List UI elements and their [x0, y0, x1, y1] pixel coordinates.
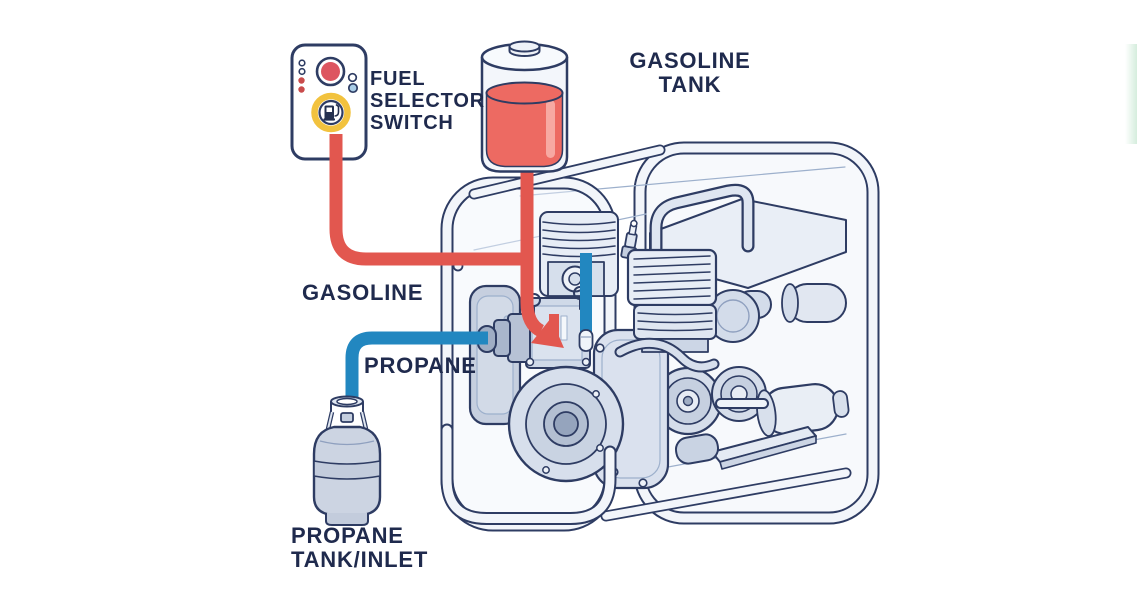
- propane-label: PROPANE: [364, 353, 477, 378]
- generator-illustration: [440, 141, 880, 532]
- flywheel: [507, 365, 625, 483]
- linkage-arm: [614, 337, 720, 373]
- gasoline-tank-graphic: [480, 40, 569, 173]
- frame-front-bottom: [440, 423, 617, 525]
- propane-tank-graphic: [312, 395, 382, 526]
- engine-cylinder-left: [539, 211, 619, 297]
- gasoline-tank-label: GASOLINE TANK: [629, 48, 751, 98]
- frame-rails: [468, 144, 852, 522]
- gasoline-label: GASOLINE: [302, 280, 424, 305]
- propane-flow-line: [345, 253, 592, 404]
- generator-handle: [649, 183, 755, 297]
- fuel-selector-switch-label: FUEL SELECTOR SWITCH: [370, 68, 485, 134]
- fuel-pump-icon: [323, 103, 340, 121]
- muffler: [756, 383, 850, 437]
- propane-tank-inlet-label: PROPANE TANK/INLET: [291, 523, 429, 573]
- axle-rod: [715, 398, 769, 409]
- spark-plug-icon: [620, 219, 638, 260]
- edge-artifact: [1125, 44, 1137, 144]
- engine-cylinder-right: [626, 248, 718, 353]
- frame-cross-tube: [736, 283, 847, 323]
- fuel-selector-switch-graphic: [290, 43, 368, 161]
- starter-cylinder: [674, 433, 720, 465]
- propane-nozzle: [578, 329, 594, 352]
- carburetor: [477, 286, 591, 369]
- support-bar: [711, 426, 817, 470]
- gasoline-flow-arrow: [531, 318, 564, 348]
- gasoline-flow-line: [329, 134, 545, 337]
